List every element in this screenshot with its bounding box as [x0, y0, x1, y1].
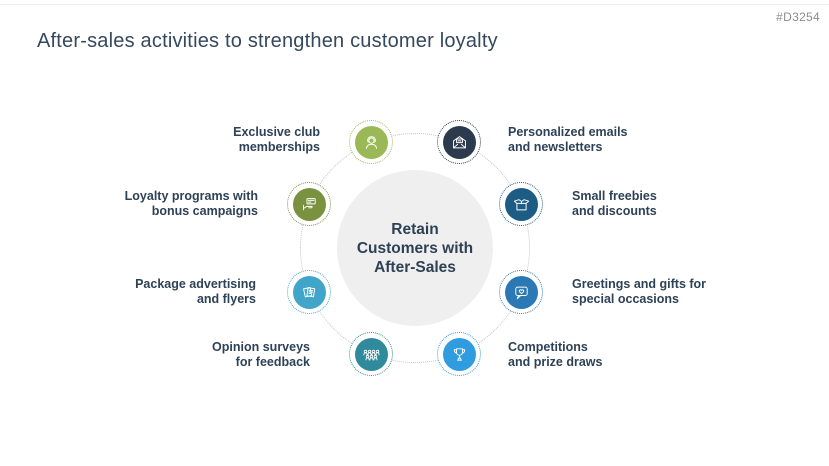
- label-line: and discounts: [572, 204, 657, 218]
- label-line: Exclusive club: [233, 125, 320, 139]
- center-circle: Retain Customers with After-Sales: [337, 170, 493, 326]
- label-line: Personalized emails: [508, 125, 628, 139]
- label-line: and flyers: [196, 292, 256, 306]
- node-opinion-surveys: [349, 332, 393, 376]
- label-line: memberships: [238, 140, 320, 154]
- label-competitions-prize-draws: Competitions and prize draws: [508, 340, 602, 370]
- node-competitions-prize-draws: [437, 332, 481, 376]
- label-line: and prize draws: [508, 355, 603, 369]
- label-line: bonus campaigns: [151, 204, 258, 218]
- slide-top-divider: [0, 4, 829, 5]
- label-line: Package advertising: [135, 277, 256, 291]
- label-loyalty-programs: Loyalty programs with bonus campaigns: [125, 189, 258, 219]
- label-greetings-gifts: Greetings and gifts for special occasion…: [572, 277, 706, 307]
- label-line: and newsletters: [508, 140, 603, 154]
- label-package-advertising: Package advertising and flyers: [135, 277, 256, 307]
- node-exclusive-club-memberships: [349, 120, 393, 164]
- heart-message-icon: [504, 275, 538, 309]
- node-package-advertising: [287, 270, 331, 314]
- open-envelope-icon: [442, 125, 476, 159]
- center-title-line: Retain: [391, 220, 439, 238]
- label-line: for feedback: [235, 355, 310, 369]
- node-personalized-emails: [437, 120, 481, 164]
- hand-card-icon: [292, 187, 326, 221]
- label-line: Opinion surveys: [212, 340, 310, 354]
- flyers-icon: [292, 275, 326, 309]
- center-title-line: Customers with: [356, 239, 474, 257]
- template-id-badge: #D3254: [776, 10, 820, 24]
- label-line: Small freebies: [572, 189, 657, 203]
- node-small-freebies: [499, 182, 543, 226]
- person-icon: [354, 125, 388, 159]
- label-line: special occasions: [572, 292, 680, 306]
- label-opinion-surveys: Opinion surveys for feedback: [212, 340, 310, 370]
- node-loyalty-programs: [287, 182, 331, 226]
- page-title: After-sales activities to strengthen cus…: [37, 30, 498, 52]
- label-line: Greetings and gifts for: [572, 277, 707, 291]
- center-title-line: After-Sales: [374, 258, 456, 276]
- node-greetings-gifts: [499, 270, 543, 314]
- label-line: Loyalty programs with: [124, 189, 258, 203]
- connector-dotted-circle: [300, 133, 530, 363]
- label-line: Competitions: [508, 340, 588, 354]
- label-exclusive-club-memberships: Exclusive club memberships: [233, 125, 320, 155]
- open-box-icon: [504, 187, 538, 221]
- label-small-freebies: Small freebies and discounts: [572, 189, 657, 219]
- center-title: Retain Customers with After-Sales: [357, 220, 473, 277]
- trophy-icon: [442, 337, 476, 371]
- label-personalized-emails: Personalized emails and newsletters: [508, 125, 628, 155]
- crowd-icon: [354, 337, 388, 371]
